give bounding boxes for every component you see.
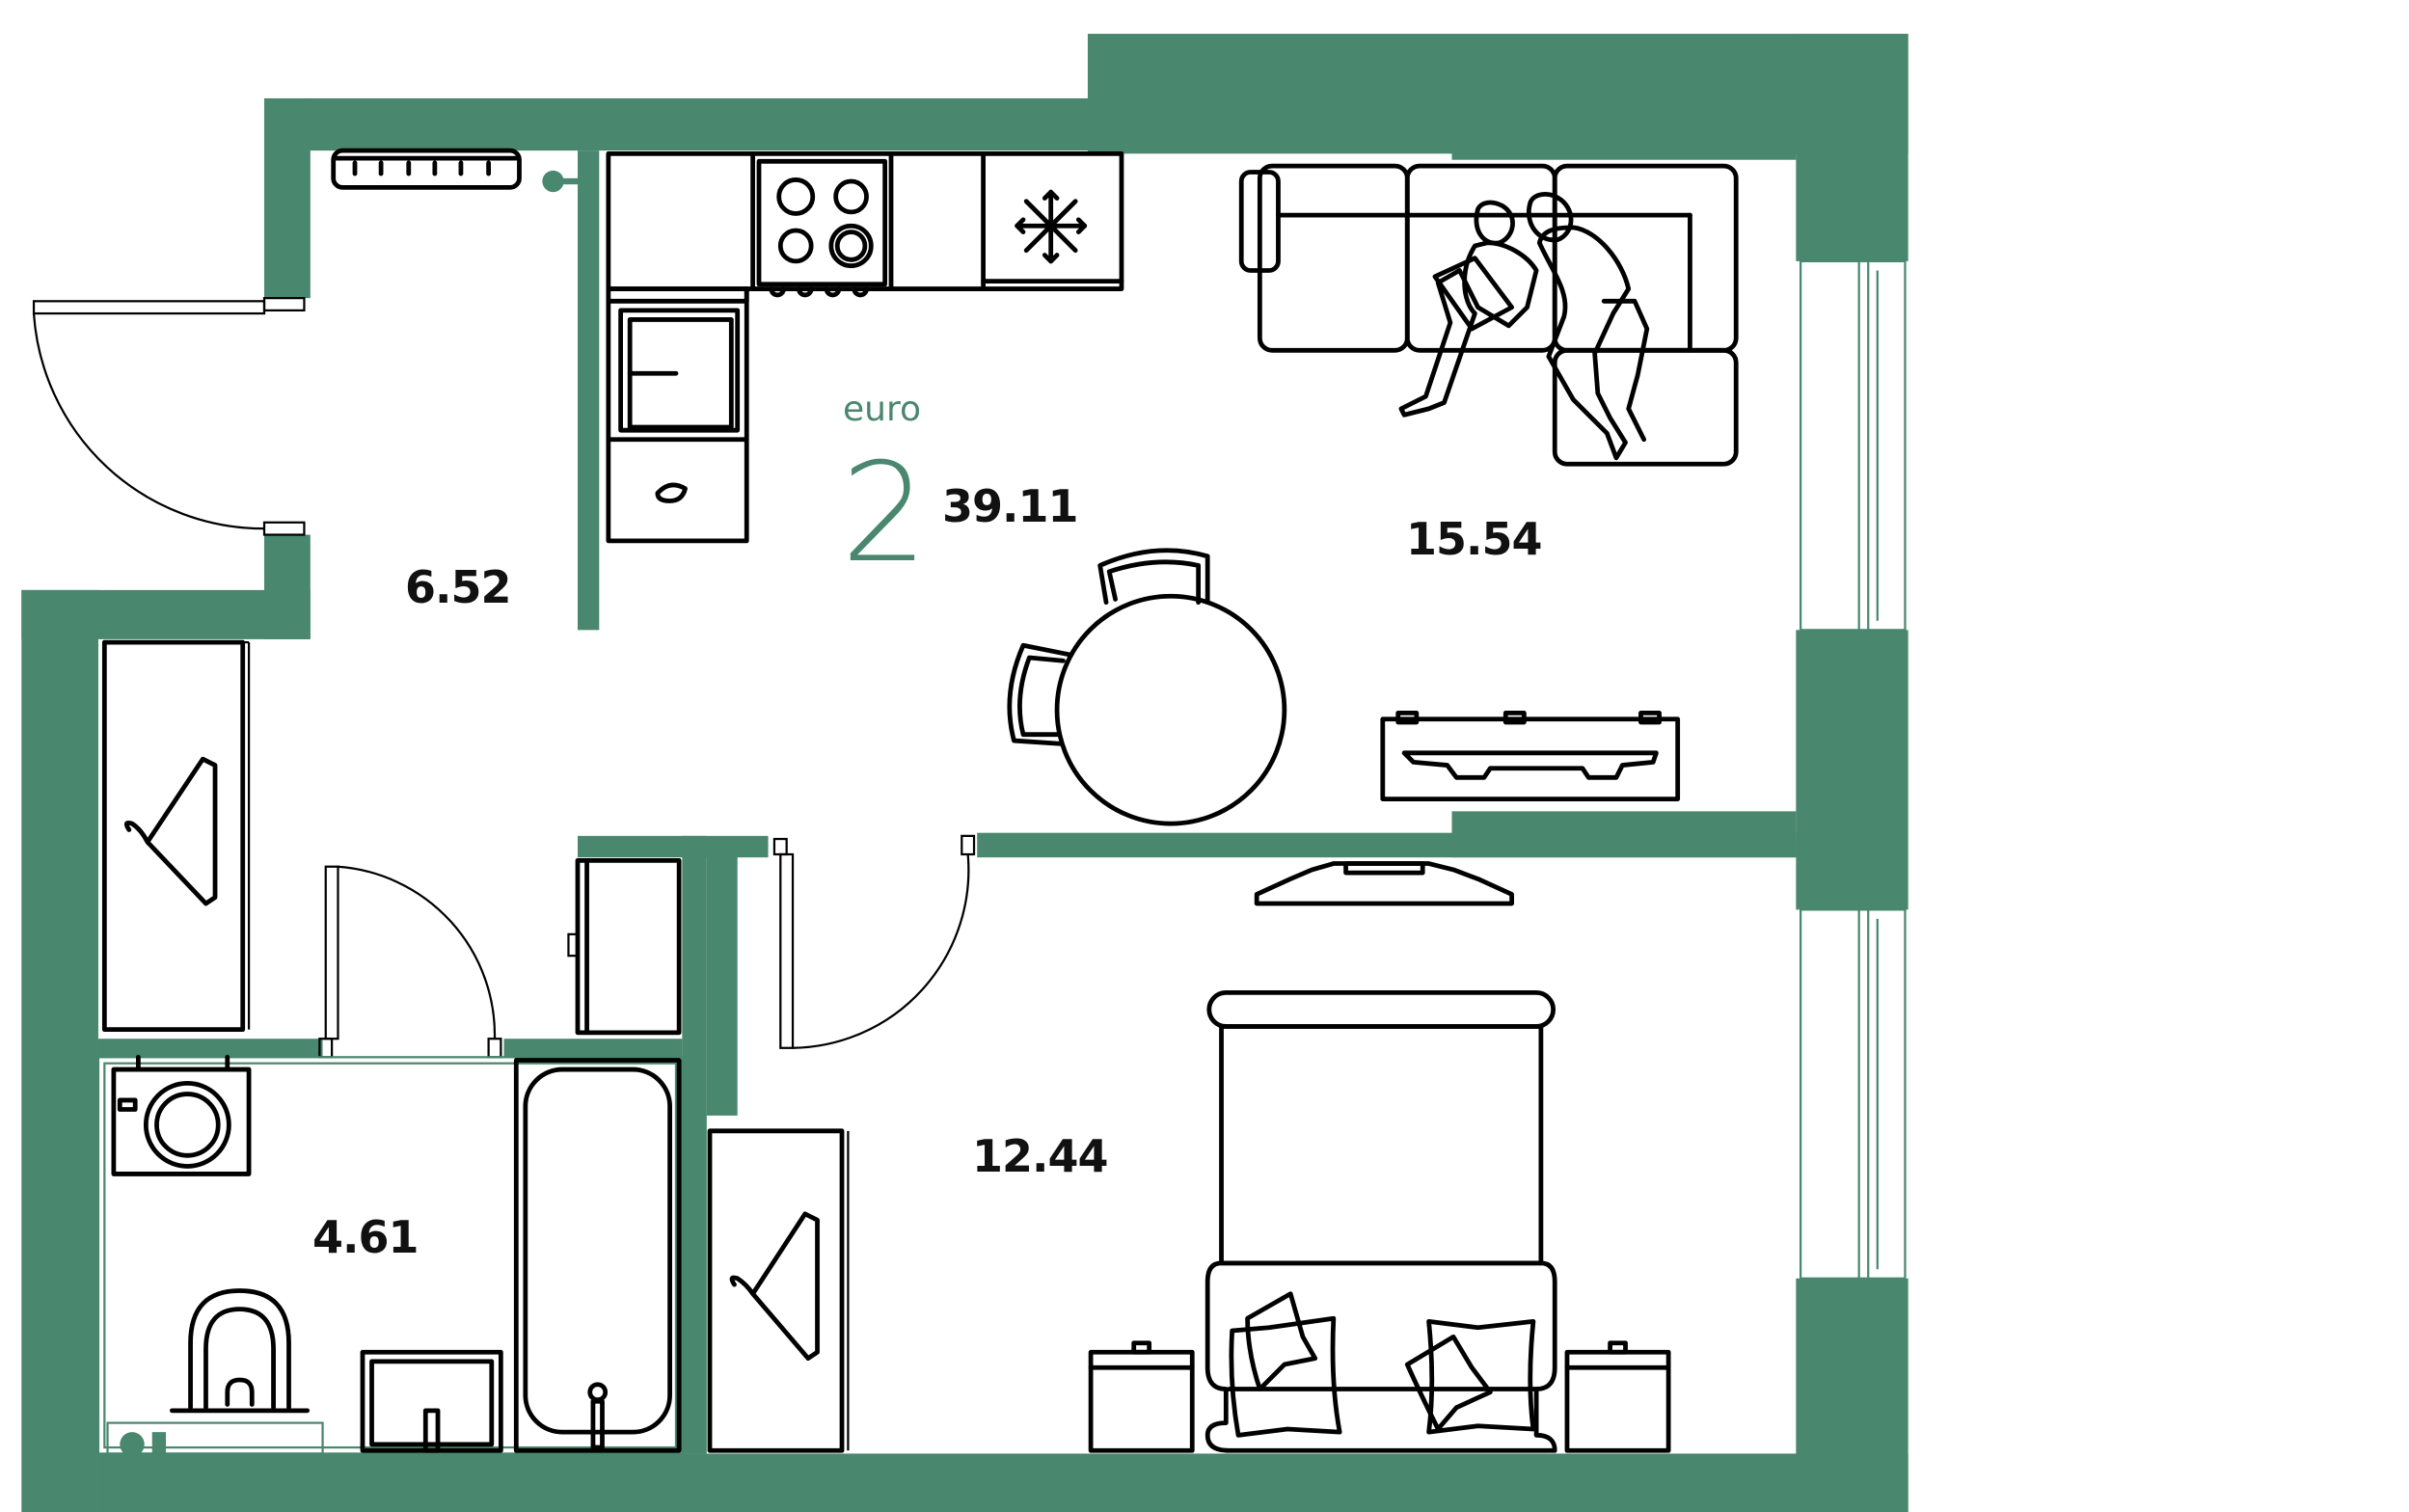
door-icon (318, 865, 502, 1059)
tv-stand-icon (1380, 710, 1681, 802)
room-area-bedroom: 12.44 (972, 1130, 1109, 1182)
door-icon (772, 834, 976, 1049)
bed-icon (1204, 990, 1557, 1453)
sofa-icon (1238, 163, 1739, 467)
nightstand-icon (1564, 1340, 1671, 1453)
dining-table-icon (1054, 593, 1287, 826)
people-icon (1398, 192, 1650, 461)
floor-drain-icon (106, 1421, 324, 1457)
hanger-icon (123, 756, 218, 906)
wardrobe-icon (707, 1128, 850, 1453)
room-area-bathroom: 4.61 (312, 1211, 419, 1263)
total-area: 39.11 (942, 480, 1079, 532)
outlet-icon (542, 170, 582, 193)
hanger-icon (729, 1211, 820, 1362)
bathtub-icon (513, 1058, 682, 1453)
window-icon (1800, 259, 1907, 632)
nightstand-icon (1088, 1340, 1195, 1453)
walls (21, 34, 1908, 1512)
dishwasher-icon (655, 482, 688, 503)
kitchen-counter (606, 150, 1124, 544)
radiator-icon (331, 148, 522, 190)
apartment-type-label: euro (843, 390, 921, 429)
chair-icon (1007, 642, 1072, 746)
bathroom-walls-inner (96, 1056, 684, 1455)
window-icon (1800, 908, 1907, 1280)
pillow-icon (1229, 1291, 1536, 1438)
washing-machine-icon (111, 1054, 252, 1176)
door-icon (32, 297, 306, 536)
room-area-hallway: 6.52 (405, 561, 511, 613)
fridge-snowflake-icon (1015, 189, 1088, 264)
wardrobe-icon (101, 639, 251, 1033)
rooms-count: 2 (841, 434, 929, 593)
chair-icon (1097, 548, 1210, 606)
sink-icon (618, 308, 741, 433)
closet-icon (567, 857, 682, 1036)
tv-icon (1254, 861, 1515, 906)
washbasin-icon (360, 1349, 503, 1453)
stove-icon (756, 158, 888, 298)
toilet-icon (170, 1288, 311, 1414)
room-area-kitchen-living: 15.54 (1406, 513, 1543, 565)
